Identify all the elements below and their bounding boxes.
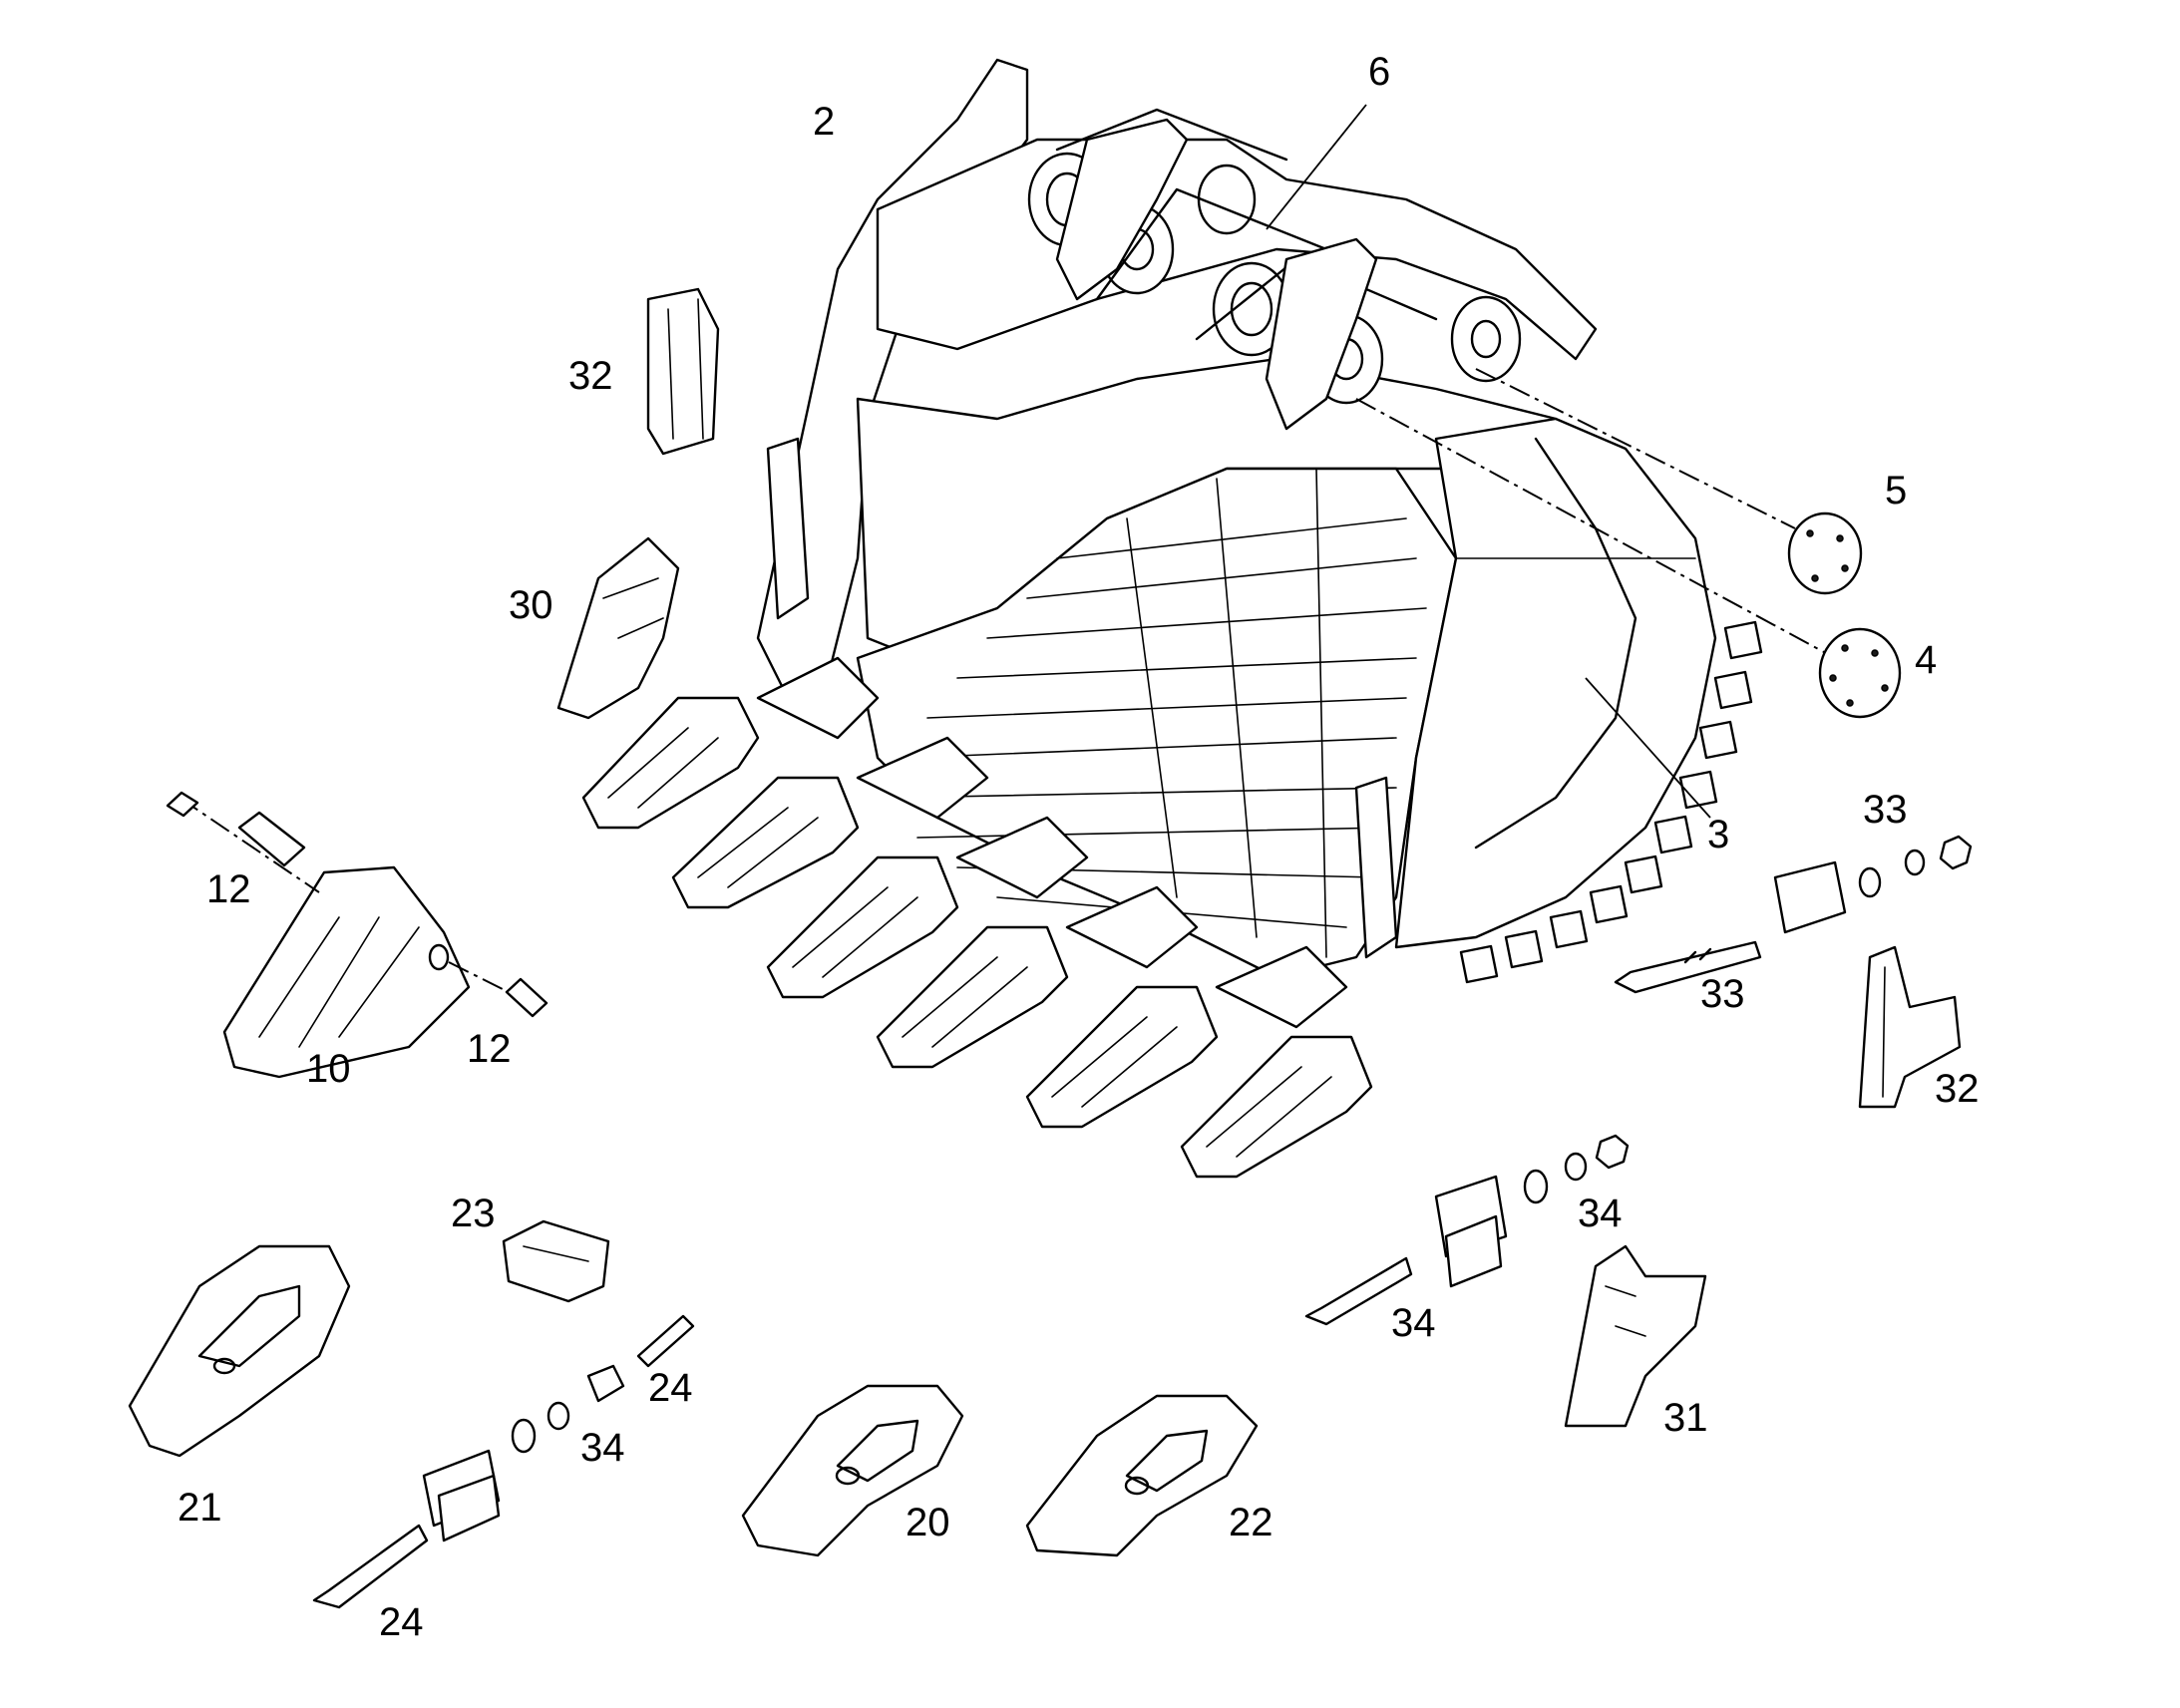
callout-10: 10	[306, 1047, 351, 1091]
callout-21: 21	[178, 1486, 222, 1530]
callout-12b: 12	[467, 1027, 512, 1071]
callout-20: 20	[906, 1501, 950, 1544]
part-12-pin-upper	[166, 791, 306, 867]
callout-12a: 12	[206, 867, 251, 911]
callout-3: 3	[1707, 813, 1729, 856]
callout-32b: 32	[1935, 1067, 1980, 1111]
part-32-side-protector-upper	[646, 287, 720, 456]
left-side-cutter	[766, 437, 810, 620]
callout-24b: 24	[379, 1600, 424, 1644]
part-5-cover-disc	[1787, 512, 1863, 595]
leader-part-6	[1266, 104, 1367, 230]
leader-part-3	[1585, 677, 1711, 819]
part-20-adapter	[741, 1384, 964, 1557]
callout-5: 5	[1885, 469, 1907, 512]
part-30-segment	[556, 536, 680, 720]
right-side-cutter	[1354, 776, 1398, 959]
bucket-body	[756, 58, 1763, 984]
callout-34b: 34	[1391, 1301, 1436, 1345]
pin-axis-12b	[448, 961, 520, 998]
callout-2: 2	[813, 100, 835, 144]
callout-33a: 33	[1863, 788, 1908, 832]
centerline-to-part-4	[1355, 398, 1836, 659]
part-23-cap	[502, 1219, 610, 1303]
callout-4: 4	[1915, 638, 1937, 682]
callout-23: 23	[451, 1192, 496, 1235]
part-33-bolt-assembly	[1614, 835, 1973, 994]
part-4-cover-disc	[1818, 627, 1902, 719]
part-34-bolt-assembly-right	[1304, 1134, 1630, 1326]
pin-axis-12	[179, 797, 320, 893]
callout-6: 6	[1368, 50, 1390, 94]
callout-24a: 24	[648, 1366, 693, 1410]
callout-labels: 2 6 5 4 3 32 30 12 12 10 33 33 32 23 34 …	[178, 50, 1980, 1644]
part-22-adapter	[1025, 1394, 1259, 1557]
part-12-pin-lower	[505, 977, 548, 1018]
part-32-side-protector-lower	[1858, 945, 1962, 1109]
part-21-adapter	[128, 1244, 351, 1458]
bucket-teeth	[581, 656, 1373, 1179]
callout-30: 30	[509, 583, 553, 627]
callout-31: 31	[1663, 1396, 1708, 1440]
part-10-tooth	[222, 865, 471, 1079]
part-24-bolt-assembly	[312, 1314, 695, 1609]
callout-34c: 34	[580, 1426, 625, 1470]
centerline-to-part-5	[1475, 368, 1796, 529]
part-31-segment	[1564, 1244, 1707, 1428]
callout-22: 22	[1229, 1501, 1273, 1544]
callout-32a: 32	[568, 354, 613, 398]
callout-33b: 33	[1700, 972, 1745, 1016]
callout-34a: 34	[1578, 1192, 1623, 1235]
